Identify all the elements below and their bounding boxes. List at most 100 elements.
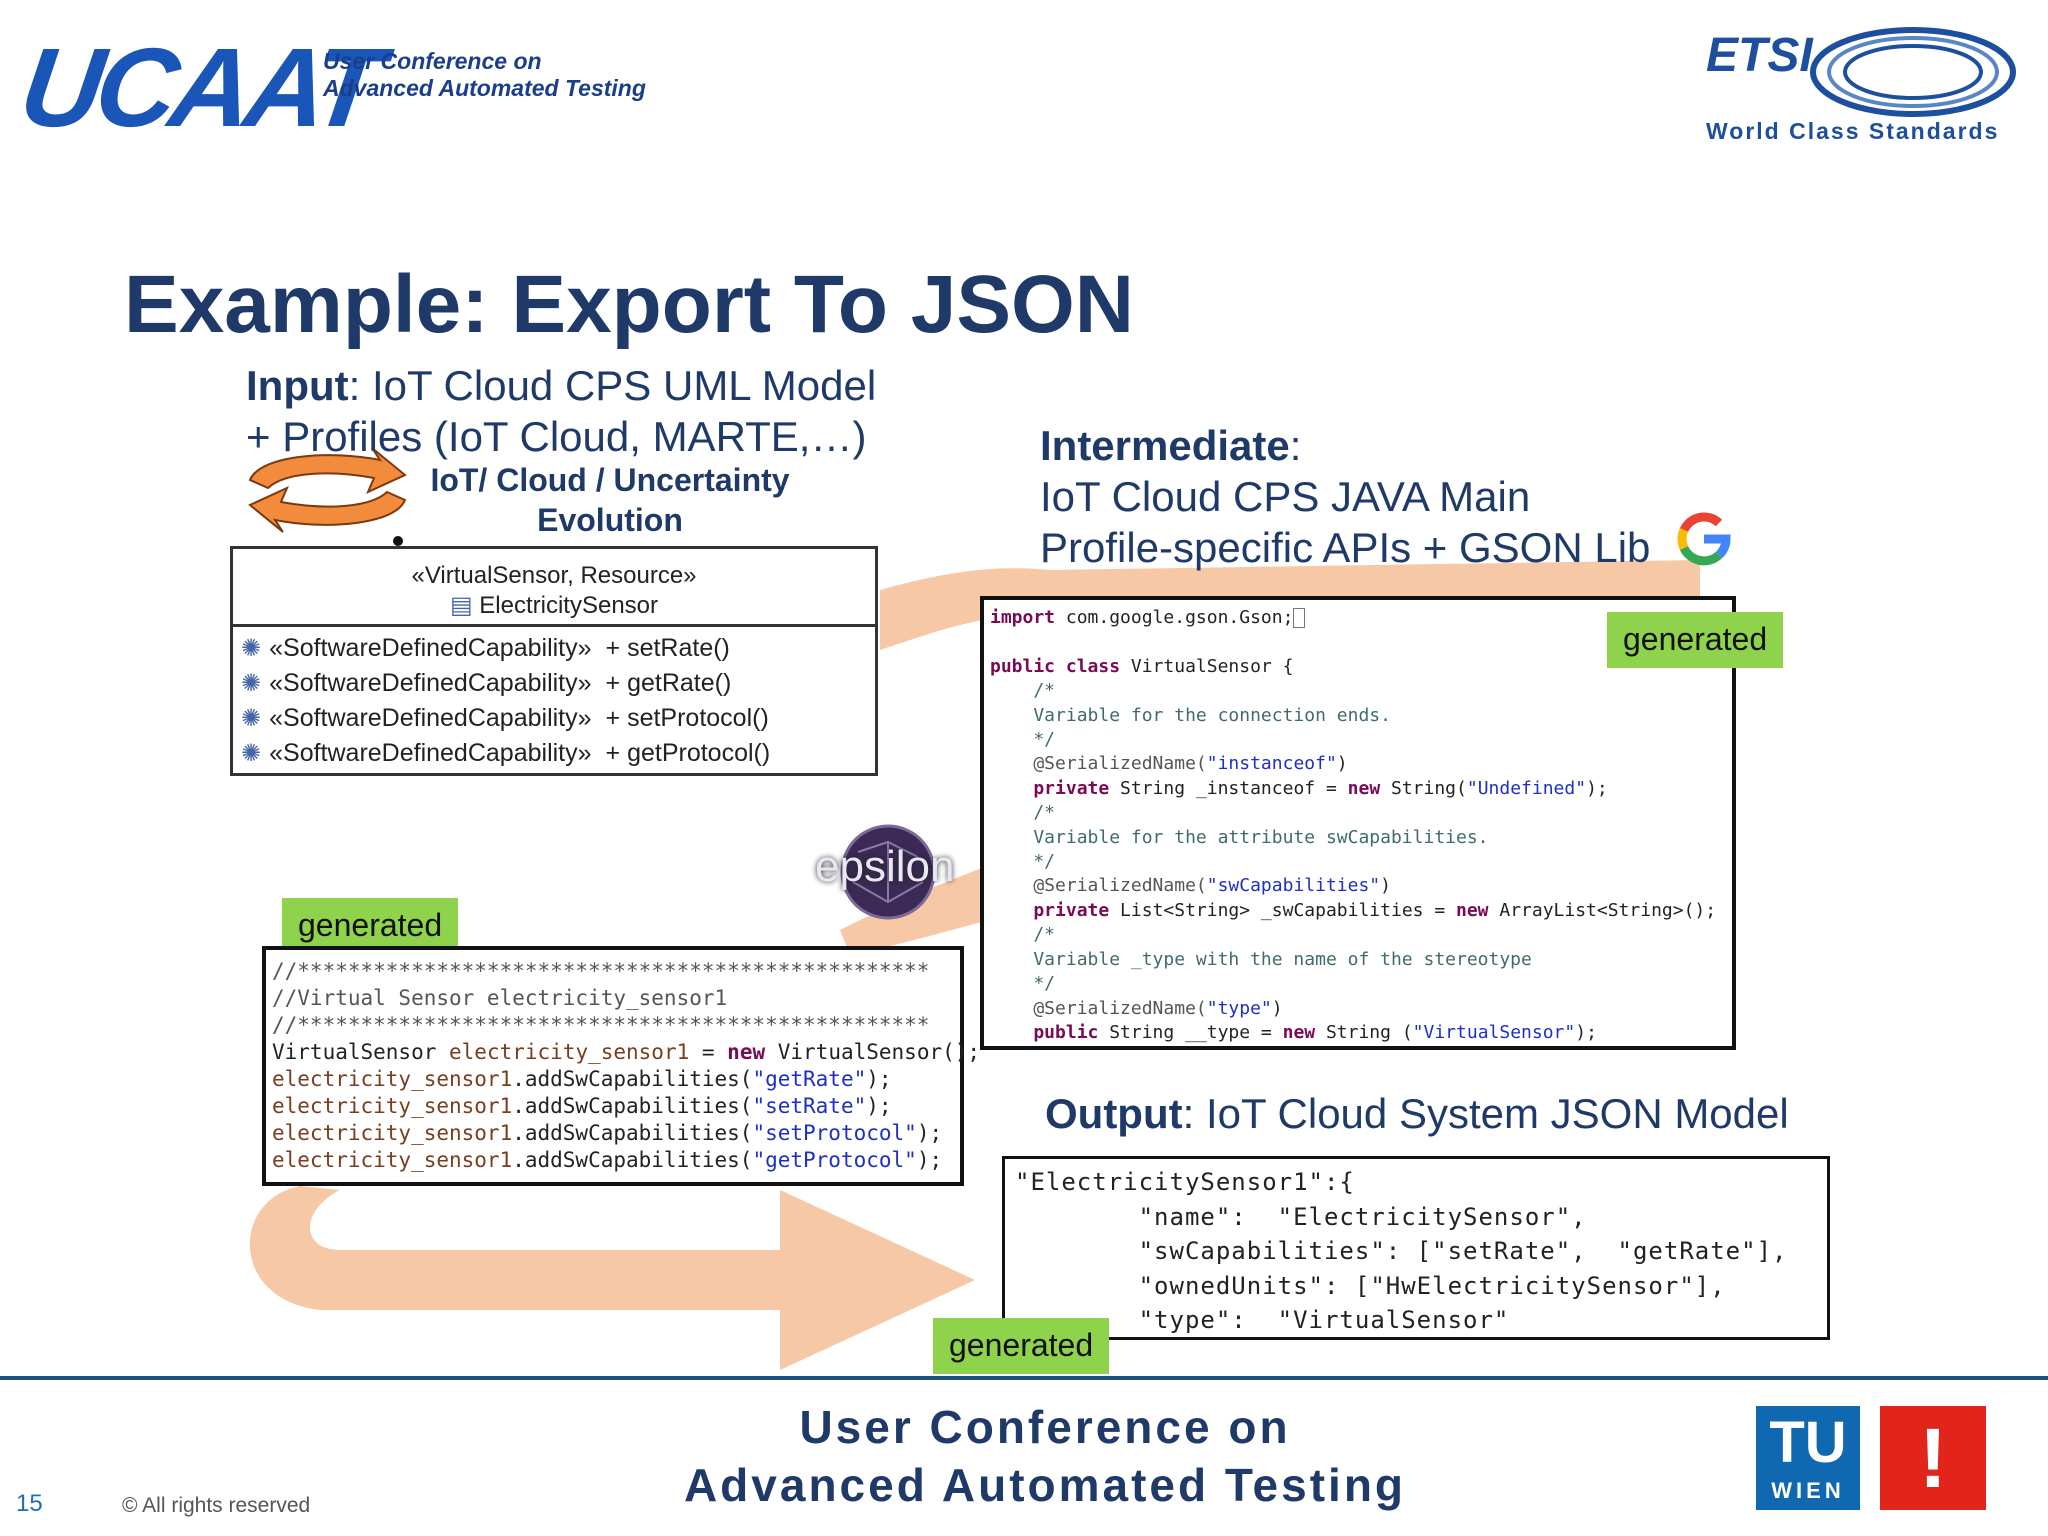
code-text: ); — [1575, 1021, 1597, 1043]
exclamation-logo-icon: ! — [1880, 1406, 1986, 1510]
code-line: electricity_sensor1.addSwCapabilities("g… — [272, 1147, 954, 1174]
code-line: electricity_sensor1.addSwCapabilities("s… — [272, 1120, 954, 1147]
footer-conference-name: User Conference on Advanced Automated Te… — [600, 1398, 1490, 1514]
code-string: "getProtocol" — [752, 1148, 917, 1172]
code-line: import com.google.gson.Gson; — [990, 606, 1726, 630]
gear-icon: ✺ — [241, 740, 262, 767]
ucaat-sub-line1: User Conference on — [323, 48, 542, 74]
code-variable: electricity_sensor1 — [272, 1067, 513, 1091]
generated-badge: generated — [933, 1318, 1110, 1374]
code-text: = — [689, 1040, 728, 1064]
uml-op-stereotype: «SoftwareDefinedCapability» — [269, 634, 592, 662]
code-variable: electricity_sensor1 — [449, 1040, 690, 1064]
code-keyword: import — [990, 607, 1056, 628]
code-line: VirtualSensor electricity_sensor1 = new … — [272, 1039, 980, 1066]
code-keyword: public — [990, 1021, 1099, 1043]
code-line: private List<String> _swCapabilities = n… — [990, 899, 1726, 923]
arrow-bottom-loop — [249, 1186, 975, 1370]
json-line: "ownedUnits": ["HwElectricitySensor"], — [1015, 1271, 1726, 1300]
code-annotation: @SerializedName( — [990, 875, 1207, 897]
code-line: Variable for the attribute swCapabilitie… — [990, 826, 1489, 848]
json-line: "type": "VirtualSensor" — [1015, 1306, 1510, 1334]
code-text: .addSwCapabilities( — [512, 1121, 753, 1145]
intermediate-description: Intermediate: IoT Cloud CPS JAVA Main Pr… — [1040, 420, 1650, 573]
code-line: /* — [990, 924, 1056, 946]
etsi-tagline: World Class Standards — [1706, 118, 2000, 144]
input-label: Input — [246, 362, 349, 409]
json-line: "name": "ElectricitySensor", — [1015, 1202, 1587, 1231]
code-text: ) — [1271, 997, 1283, 1019]
code-string: "type" — [1206, 997, 1272, 1019]
code-text: ) — [1336, 753, 1348, 775]
code-string: "instanceof" — [1206, 753, 1337, 775]
footer-divider — [0, 1376, 2048, 1380]
gear-icon: ✺ — [241, 635, 262, 662]
code-line: electricity_sensor1.addSwCapabilities("g… — [272, 1066, 954, 1093]
code-line: Variable _type with the name of the ster… — [990, 948, 1532, 970]
output-description: Output: IoT Cloud System JSON Model — [1045, 1090, 1789, 1138]
code-line: */ — [990, 851, 1056, 873]
tu-wien-logo: TU WIEN — [1756, 1406, 1860, 1510]
code-text: ); — [1586, 777, 1608, 799]
code-keyword: private — [990, 777, 1110, 799]
etsi-swoosh-icon — [1810, 27, 2016, 117]
code-string: "setRate" — [752, 1094, 867, 1118]
input-description: Input: IoT Cloud CPS UML Model + Profile… — [246, 360, 876, 462]
evolution-line1: IoT/ Cloud / Uncertainty — [430, 462, 790, 498]
java-code-box: import com.google.gson.Gson; public clas… — [980, 596, 1736, 1050]
tu-logo-bottom: WIEN — [1771, 1478, 1845, 1503]
code-variable: electricity_sensor1 — [272, 1094, 513, 1118]
intermediate-line2: IoT Cloud CPS JAVA Main — [1040, 473, 1531, 520]
gear-icon: ✺ — [241, 670, 262, 697]
output-label: Output — [1045, 1090, 1183, 1137]
code-line: public class VirtualSensor { — [990, 655, 1726, 679]
code-line: @SerializedName("instanceof") — [990, 752, 1726, 776]
generated-badge: generated — [282, 898, 459, 954]
output-text: : IoT Cloud System JSON Model — [1182, 1090, 1789, 1137]
uml-operation-row: ✺«SoftwareDefinedCapability»+ getRate() — [233, 666, 875, 701]
uml-op-name: + getProtocol() — [605, 739, 771, 767]
code-line: private String _instanceof = new String(… — [990, 777, 1726, 801]
code-line: Variable for the connection ends. — [990, 704, 1391, 726]
evolution-cycle-icon — [248, 447, 407, 533]
evolution-line2: Evolution — [537, 502, 683, 538]
code-text: ); — [866, 1067, 892, 1091]
code-text: ); — [916, 1121, 943, 1145]
code-text: String _instanceof = — [1109, 777, 1348, 799]
page-number: 15 — [16, 1490, 43, 1517]
intermediate-label: Intermediate — [1040, 422, 1290, 469]
generated-code-box: //**************************************… — [262, 946, 980, 1186]
uml-op-name: + setRate() — [605, 634, 730, 662]
code-string: "setProtocol" — [752, 1121, 917, 1145]
code-text: ) — [1380, 875, 1391, 897]
uml-stereotypes: «VirtualSensor, Resource» — [411, 562, 697, 589]
uml-class-diagram: «VirtualSensor, Resource» ▤ ElectricityS… — [230, 546, 878, 776]
ucaat-sub-line2: Advanced Automated Testing — [323, 75, 646, 101]
intermediate-line3: Profile-specific APIs + GSON Lib — [1040, 524, 1651, 571]
code-text: List<String> _swCapabilities = — [1109, 899, 1456, 921]
code-annotation: @SerializedName( — [990, 753, 1207, 775]
uml-class-name: ElectricitySensor — [479, 592, 659, 619]
code-line: /* — [990, 680, 1056, 702]
uml-operation-row: ✺«SoftwareDefinedCapability»+ setProtoco… — [233, 701, 875, 736]
code-text: String ( — [1315, 1021, 1413, 1043]
json-output-box: "ElectricitySensor1":{ "name": "Electric… — [1002, 1156, 1830, 1340]
code-variable: electricity_sensor1 — [272, 1121, 513, 1145]
etsi-logo-wordmark: ETSI — [1706, 29, 1813, 82]
uml-class-name-row: ▤ ElectricitySensor — [233, 591, 875, 621]
code-text: .addSwCapabilities( — [512, 1094, 753, 1118]
code-annotation: @SerializedName( — [990, 997, 1207, 1019]
epsilon-label: epsilon — [815, 842, 955, 891]
footer-conf-line1: User Conference on — [799, 1401, 1291, 1453]
evolution-label: IoT/ Cloud / Uncertainty Evolution — [410, 460, 810, 540]
slide-title: Example: Export To JSON — [124, 259, 1135, 350]
input-line1: : IoT Cloud CPS UML Model — [348, 362, 877, 409]
code-keyword: public — [990, 655, 1056, 677]
cursor-box-icon — [1293, 608, 1306, 628]
copyright-notice: © All rights reserved — [122, 1494, 311, 1517]
code-string: "Undefined" — [1466, 777, 1587, 799]
code-text: VirtualSensor { — [1120, 655, 1294, 677]
google-logo-icon — [1677, 512, 1731, 566]
json-line: "ElectricitySensor1":{ — [1015, 1168, 1355, 1196]
uml-op-name: + setProtocol() — [605, 704, 769, 732]
